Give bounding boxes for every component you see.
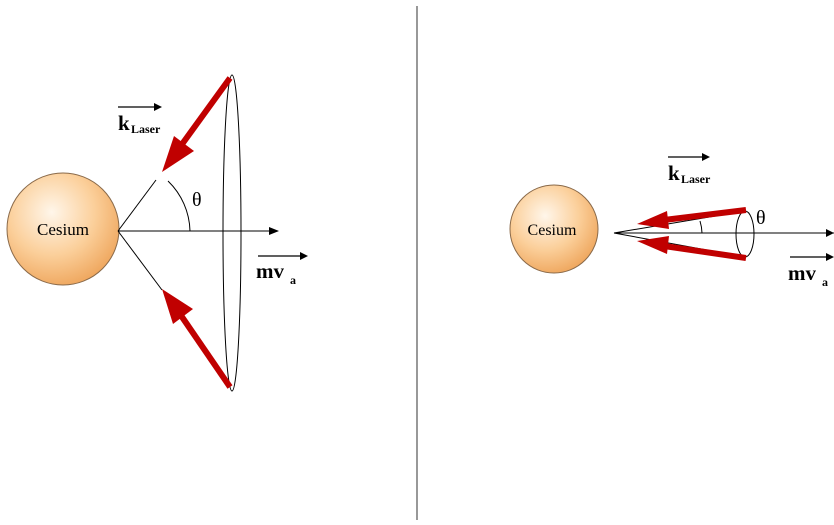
right-cesium-atom <box>509 184 599 274</box>
svg-text:Laser: Laser <box>131 122 161 136</box>
left-theta-label: θ <box>192 189 202 211</box>
svg-text:Laser: Laser <box>681 172 711 186</box>
left-panel: Cesium θ k Laser mv <box>6 74 308 392</box>
right-theta-label: θ <box>756 207 766 229</box>
left-laser-upper-arrow <box>162 76 233 172</box>
left-cone-upper-line <box>117 179 157 232</box>
left-angle-arc <box>167 180 191 232</box>
right-panel: Cesium θ k Laser <box>509 153 834 289</box>
left-laser-lower-arrow <box>162 289 233 389</box>
right-mv-vector-label: mv a <box>788 253 834 289</box>
left-cone-ellipse <box>222 74 242 392</box>
svg-text:k: k <box>668 161 680 185</box>
left-cesium-label: Cesium <box>37 220 89 239</box>
right-cone-ellipse <box>735 210 755 258</box>
svg-text:a: a <box>290 273 296 287</box>
right-angle-arc <box>699 220 703 234</box>
svg-text:mv: mv <box>788 261 816 285</box>
right-laser-lower-arrow <box>637 236 747 261</box>
right-laser-upper-arrow <box>637 207 747 229</box>
left-cone-lower-line <box>117 230 163 291</box>
svg-text:a: a <box>822 275 828 289</box>
left-mv-vector-label: mv a <box>256 252 308 287</box>
svg-text:mv: mv <box>256 259 284 283</box>
right-cesium-label: Cesium <box>528 222 577 239</box>
right-velocity-arrowhead <box>826 229 834 237</box>
right-k-laser-vector-label: k Laser <box>668 153 711 186</box>
svg-text:k: k <box>118 111 130 135</box>
left-k-laser-vector-label: k Laser <box>118 103 162 136</box>
